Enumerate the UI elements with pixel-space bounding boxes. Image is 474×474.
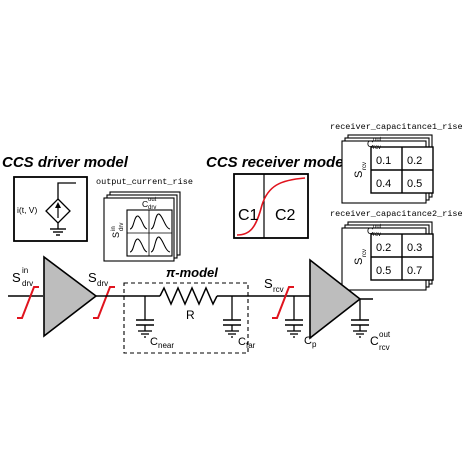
rcv-slew-marker bbox=[272, 286, 294, 319]
pi-model-label: π-model bbox=[166, 265, 218, 280]
cap1-cell-2: 0.2 bbox=[407, 155, 422, 167]
c-rcv-out-capacitor-icon bbox=[351, 299, 369, 338]
receiver-buffer-icon bbox=[309, 258, 362, 340]
input-slew-marker bbox=[8, 286, 43, 319]
driver-table-axis1: S bbox=[111, 232, 121, 238]
c-near-label: C bbox=[150, 336, 158, 348]
output-current-table-label: output_current_rise bbox=[96, 177, 193, 187]
cap1-cell-1: 0.1 bbox=[376, 155, 391, 167]
c-far-capacitor-icon bbox=[223, 296, 241, 338]
c-rcv-out-sub: rcv bbox=[379, 343, 390, 352]
s-drv-in-label: S bbox=[12, 270, 21, 285]
c-rcv-out-label: C bbox=[370, 334, 379, 348]
svg-text:C: C bbox=[304, 335, 312, 347]
s-drv-in-sup: in bbox=[22, 266, 28, 275]
svg-text:C: C bbox=[142, 199, 148, 209]
c-p-capacitor-icon bbox=[285, 296, 303, 338]
cap2-table: 0.2 0.3 0.5 0.7 C out rcv S rcv bbox=[341, 221, 434, 291]
driver-table-axis1-sup: in bbox=[111, 226, 117, 231]
cap1-axis2: C bbox=[367, 139, 374, 149]
s-drv-in-sub: drv bbox=[22, 279, 33, 288]
r-label: R bbox=[186, 308, 195, 322]
ground-icon bbox=[50, 228, 66, 236]
receiver-model-title: CCS receiver model bbox=[206, 154, 349, 171]
cap1-cell-3: 0.4 bbox=[376, 178, 391, 190]
cap1-table: 0.1 0.2 0.4 0.5 C out rcv S rcv bbox=[341, 134, 434, 204]
cap1-axis2-sup: out bbox=[373, 137, 382, 143]
svg-text:C: C bbox=[238, 336, 246, 348]
receiver-capacitance-box: C1 C2 bbox=[233, 173, 309, 239]
cap2-axis1: S bbox=[353, 258, 365, 265]
cap1-table-label: receiver_capacitance1_rise bbox=[330, 122, 463, 132]
circuit: S in drv S drv π-model R C near bbox=[8, 255, 391, 354]
c-p-sub: p bbox=[312, 340, 317, 349]
pi-model-box bbox=[123, 282, 249, 354]
driver-buffer-icon bbox=[43, 255, 98, 338]
svg-text:S: S bbox=[88, 270, 97, 285]
c2-label: C2 bbox=[275, 207, 296, 224]
s-drv-sub: drv bbox=[97, 279, 108, 288]
drv-slew-marker bbox=[93, 286, 115, 319]
cap2-axis2: C bbox=[367, 226, 374, 236]
c-rcv-out-sup: out bbox=[379, 330, 391, 339]
driver-table-axis2: C bbox=[142, 199, 148, 209]
cap2-cell-3: 0.5 bbox=[376, 265, 391, 277]
svg-text:C: C bbox=[370, 334, 379, 348]
c-p-label: C bbox=[304, 335, 312, 347]
s-drv-label: S bbox=[88, 270, 97, 285]
cap2-cell-4: 0.7 bbox=[407, 265, 422, 277]
driver-table-axis1-sub: drv bbox=[119, 223, 125, 231]
output-current-table: C out drv S in drv bbox=[103, 191, 181, 262]
driver-model-title: CCS driver model bbox=[2, 154, 129, 171]
receiver-transition-curve bbox=[236, 177, 306, 236]
s-rcv-label: S bbox=[264, 276, 273, 291]
cap2-axis2-sub: rcv bbox=[373, 232, 381, 238]
cap2-cell-2: 0.3 bbox=[407, 242, 422, 254]
c-near-sub: near bbox=[158, 341, 174, 350]
cap2-axis2-sup: out bbox=[373, 224, 382, 230]
cap1-cell-4: 0.5 bbox=[407, 178, 422, 190]
c-near-capacitor-icon bbox=[136, 296, 154, 338]
c-far-sub: far bbox=[246, 341, 256, 350]
cap1-axis2-sub: rcv bbox=[373, 145, 381, 151]
c1-label: C1 bbox=[238, 207, 259, 224]
cap1-axis1-sub: rcv bbox=[362, 162, 368, 170]
s-rcv-sub: rcv bbox=[273, 285, 284, 294]
svg-text:C: C bbox=[150, 336, 158, 348]
driver-table-axis2-sup: out bbox=[148, 197, 157, 203]
source-label: i(t, V) bbox=[17, 205, 37, 215]
cap2-cell-1: 0.2 bbox=[376, 242, 391, 254]
svg-text:S: S bbox=[264, 276, 273, 291]
svg-text:S: S bbox=[12, 270, 21, 285]
driver-source-box: i(t, V) bbox=[13, 176, 88, 242]
cap1-axis1: S bbox=[353, 171, 365, 178]
cap2-axis1-sub: rcv bbox=[362, 249, 368, 257]
resistor-icon bbox=[159, 286, 218, 306]
c-far-label: C bbox=[238, 336, 246, 348]
cap2-table-label: receiver_capacitance2_rise bbox=[330, 209, 463, 219]
driver-table-axis2-sub: drv bbox=[148, 205, 156, 211]
